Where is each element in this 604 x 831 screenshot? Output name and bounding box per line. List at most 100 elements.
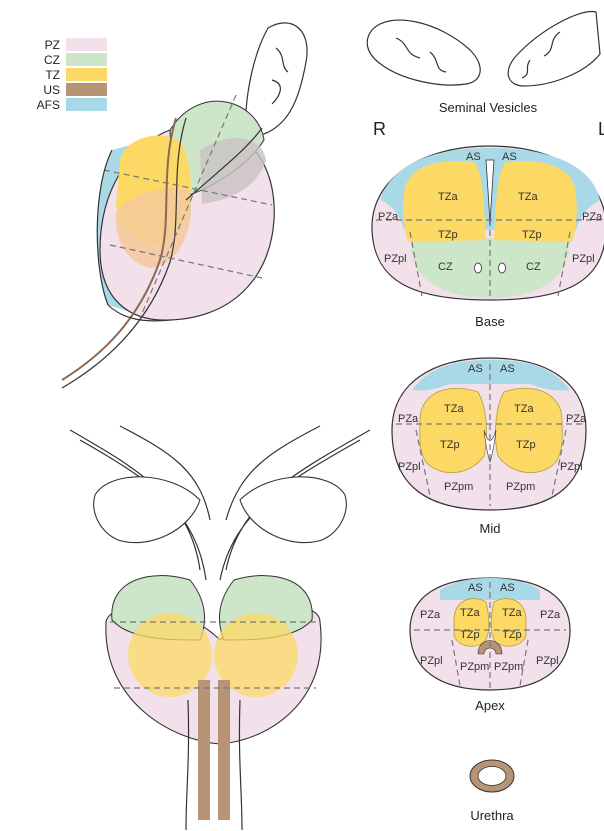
mid-dash-right: [415, 429, 431, 497]
mid-label: PZpm: [506, 481, 535, 493]
coronal-view: [69, 425, 371, 831]
left-side-label: L: [598, 119, 604, 139]
mid-section-title: Mid: [480, 521, 501, 536]
apex-label: PZa: [420, 609, 441, 621]
mid-label: PZpl: [560, 461, 583, 473]
apex-dash-left: [519, 639, 529, 687]
legend-label: AFS: [37, 98, 60, 112]
coronal-urethra-left: [198, 680, 210, 820]
plane-mid-line: [109, 244, 263, 279]
mid-label: TZp: [516, 439, 536, 451]
seminal-vesicle-left-folds: [521, 31, 561, 79]
base-label: AS: [502, 151, 517, 163]
base-label: TZa: [438, 191, 458, 203]
mid-label: TZa: [444, 403, 464, 415]
base-label: AS: [466, 151, 481, 163]
sagittal-tz-lower-region: [115, 188, 192, 268]
base-dash-left: [557, 231, 571, 297]
mid-tz-right: [419, 387, 487, 474]
base-cz-region: [411, 238, 569, 298]
legend-swatch: [66, 98, 107, 111]
apex-tz-left: [490, 598, 527, 647]
legend-item-tz: TZ: [45, 68, 107, 82]
apex-label: PZpm: [494, 661, 523, 673]
vesicle-fold-detail: [271, 47, 289, 105]
mid-label: TZa: [514, 403, 534, 415]
mid-afs-region: [412, 360, 570, 391]
coronal-seminal-vesicle-left: [93, 476, 201, 544]
mid-label: AS: [468, 363, 483, 375]
base-label: CZ: [526, 261, 541, 273]
legend-item-pz: PZ: [45, 38, 107, 52]
mid-tz-left: [495, 387, 563, 474]
seminal-vesicle-left: [507, 10, 601, 87]
base-label: PZa: [582, 211, 603, 223]
apex-label: PZpl: [536, 655, 559, 667]
sagittal-overlap-region: [200, 137, 266, 204]
legend-item-us: US: [43, 83, 107, 97]
apex-label: TZp: [502, 629, 522, 641]
seminal-vesicles-title: Seminal Vesicles: [439, 100, 538, 115]
mid-label: PZpm: [444, 481, 473, 493]
base-ejaculatory-duct-left: [498, 262, 506, 274]
mid-label: PZa: [566, 413, 587, 425]
coronal-vessels: [119, 425, 321, 521]
ejaculatory-duct-outline: [185, 127, 263, 201]
legend: PZ CZ TZ US AFS: [37, 38, 107, 112]
plane-vertical-line: [139, 94, 237, 319]
plane-base-line: [103, 169, 273, 206]
mid-label: AS: [500, 363, 515, 375]
base-section: AS AS TZa TZa TZp TZp PZa PZa PZpl PZpl …: [371, 145, 604, 329]
base-ejaculatory-duct-right: [474, 262, 482, 274]
coronal-urethra-outline: [185, 699, 243, 831]
base-label: TZp: [438, 229, 458, 241]
seminal-vesicles-section: Seminal Vesicles: [366, 10, 601, 115]
apex-label: PZpm: [460, 661, 489, 673]
base-label: CZ: [438, 261, 453, 273]
sagittal-view: [61, 22, 308, 389]
legend-label: CZ: [44, 53, 60, 67]
base-label: PZpl: [572, 253, 595, 265]
coronal-seminal-vesicle-right: [239, 476, 347, 544]
apex-label: AS: [468, 582, 483, 594]
apex-tz-right: [453, 598, 490, 647]
base-dash-right: [409, 231, 423, 297]
mid-label: PZa: [398, 413, 419, 425]
mid-label: TZp: [440, 439, 460, 451]
base-tz-left: [494, 160, 577, 242]
right-side-label: R: [373, 119, 386, 139]
apex-afs-region: [440, 578, 540, 600]
apex-label: PZpl: [420, 655, 443, 667]
sagittal-outline: [96, 149, 171, 322]
base-anterior-notch: [485, 159, 495, 227]
apex-label: TZp: [460, 629, 480, 641]
legend-item-cz: CZ: [44, 53, 107, 67]
apex-dash-right: [451, 639, 461, 687]
legend-label: US: [43, 83, 60, 97]
base-label: TZa: [518, 191, 538, 203]
legend-swatch: [66, 53, 107, 66]
urethra-section: Urethra: [469, 759, 515, 823]
urethra-title: Urethra: [470, 808, 514, 823]
mid-section: AS AS TZa TZa TZp TZp PZa PZa PZpl PZpl …: [391, 357, 587, 536]
base-label: PZa: [378, 211, 399, 223]
apex-label: PZa: [540, 609, 561, 621]
urethra-lumen: [477, 766, 507, 786]
coronal-tz-left: [128, 613, 212, 697]
sagittal-urethra-wall: [61, 117, 177, 381]
apex-label: AS: [500, 582, 515, 594]
base-label: PZpl: [384, 253, 407, 265]
apex-label: TZa: [502, 607, 522, 619]
mid-label: PZpl: [398, 461, 421, 473]
legend-swatch: [66, 83, 107, 96]
sagittal-urethra-outline: [61, 117, 187, 389]
base-tz-right: [403, 160, 486, 242]
base-label: TZp: [522, 229, 542, 241]
legend-item-afs: AFS: [37, 98, 107, 112]
coronal-tz-right: [214, 613, 298, 697]
mid-dash-left: [551, 429, 567, 497]
legend-swatch: [66, 68, 107, 81]
seminal-vesicle-right-folds: [395, 37, 447, 73]
legend-label: TZ: [45, 68, 60, 82]
legend-swatch: [66, 38, 107, 51]
